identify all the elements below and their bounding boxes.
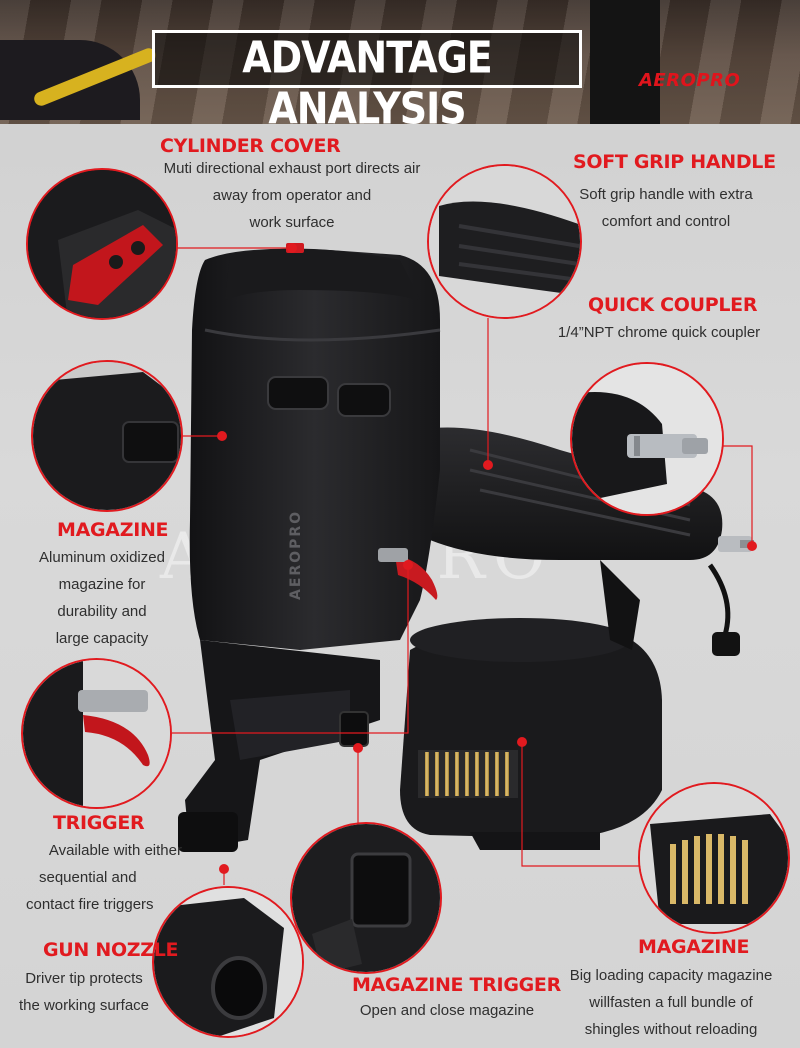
soft-grip-line-1: Soft grip handle with extra xyxy=(579,186,753,203)
page-title: ADVANTAGE ANALYSIS xyxy=(242,32,493,124)
body-latch-left xyxy=(267,376,329,410)
callout-lines xyxy=(172,247,753,885)
detail-circle-soft-grip xyxy=(427,164,582,319)
magazine-trigger-title: MAGAZINE TRIGGER xyxy=(352,974,561,996)
magazine-right-line-3: shingles without reloading xyxy=(584,1021,758,1038)
detail-circle-magazine-right xyxy=(638,782,790,934)
detail-circle-cylinder-cover xyxy=(26,168,178,320)
header-background-tool-part xyxy=(590,0,660,124)
detail-circle-magazine-trigger xyxy=(290,822,442,974)
cylinder-top xyxy=(225,248,420,300)
magazine-left-line-3: durability and xyxy=(57,603,147,620)
quick-coupler-detail-image xyxy=(572,364,722,514)
gun-nozzle-description: Driver tip protects the working surface xyxy=(10,965,158,1019)
title-frame: ADVANTAGE ANALYSIS xyxy=(152,30,582,124)
trigger-detail-image xyxy=(23,660,170,807)
detail-circle-trigger xyxy=(21,658,172,809)
detail-circle-magazine-left xyxy=(31,360,183,512)
callout-dots xyxy=(217,243,757,874)
body-product-marking: AEROPRO xyxy=(288,510,304,600)
magazine-left-description: Aluminum oxidized magazine for durabilit… xyxy=(28,544,176,652)
gun-nozzle-line-1: Driver tip protects xyxy=(25,970,143,987)
magazine-trigger-line-1: Open and close magazine xyxy=(359,1002,535,1019)
magazine-trigger-detail-image xyxy=(292,824,440,972)
quick-coupler-line-1: 1/4”NPT chrome quick coupler xyxy=(557,324,761,341)
quick-coupler-title: QUICK COUPLER xyxy=(588,294,758,316)
cylinder-cover-line-2: away from operator and xyxy=(212,187,372,204)
magazine-trigger-description: Open and close magazine xyxy=(350,997,544,1024)
coupler-cap xyxy=(712,632,740,656)
coil-nails xyxy=(418,750,518,798)
gun-nozzle-line-2: the working surface xyxy=(18,997,150,1014)
cylinder-cover-title: CYLINDER COVER xyxy=(160,135,341,157)
soft-grip-line-2: comfort and control xyxy=(601,213,731,230)
cylinder-cover-description: Muti directional exhaust port directs ai… xyxy=(158,155,426,236)
detail-circle-quick-coupler xyxy=(570,362,724,516)
soft-grip-detail-image xyxy=(429,166,580,317)
cylinder-cover-line-1: Muti directional exhaust port directs ai… xyxy=(163,160,421,177)
soft-grip-title: SOFT GRIP HANDLE xyxy=(573,151,776,173)
trigger-line-3: contact fire triggers xyxy=(26,896,154,913)
magazine-right-title: MAGAZINE xyxy=(638,936,750,958)
cylinder-cover-detail-image xyxy=(28,170,176,318)
soft-grip-description: Soft grip handle with extra comfort and … xyxy=(566,181,766,235)
header-banner: ADVANTAGE ANALYSIS AEROPRO xyxy=(0,0,800,124)
trigger-title: TRIGGER xyxy=(53,812,145,834)
magazine-left-line-4: large capacity xyxy=(55,630,149,647)
gun-nozzle-detail-image xyxy=(154,888,302,1036)
gun-nozzle-title: GUN NOZZLE xyxy=(43,939,179,961)
quick-coupler-description: 1/4”NPT chrome quick coupler xyxy=(548,319,770,346)
tool-body xyxy=(189,248,440,650)
cylinder-cover-line-3: work surface xyxy=(249,214,335,231)
trigger-line-1: Available with either xyxy=(48,842,182,859)
brand-logo: AEROPRO xyxy=(639,70,741,91)
magazine-left-line-2: magazine for xyxy=(58,576,146,593)
detail-circle-gun-nozzle xyxy=(152,886,304,1038)
magazine-right-line-1: Big loading capacity magazine xyxy=(569,967,773,984)
magazine-left-title: MAGAZINE xyxy=(57,519,169,541)
magazine-latch xyxy=(339,711,369,747)
body-latch-right xyxy=(337,383,391,417)
magazine-left-detail-image xyxy=(33,362,181,510)
magazine-right-description: Big loading capacity magazine willfasten… xyxy=(558,962,784,1043)
trigger-description: Available with either sequential and con… xyxy=(22,837,182,918)
trigger-line-2: sequential and xyxy=(39,869,137,886)
magazine-right-detail-image xyxy=(640,784,788,932)
nose-tip xyxy=(178,812,238,852)
coupler-cap-strap xyxy=(707,563,731,636)
magazine-right-line-2: willfasten a full bundle of xyxy=(589,994,753,1011)
magazine-left-line-1: Aluminum oxidized xyxy=(39,549,165,566)
